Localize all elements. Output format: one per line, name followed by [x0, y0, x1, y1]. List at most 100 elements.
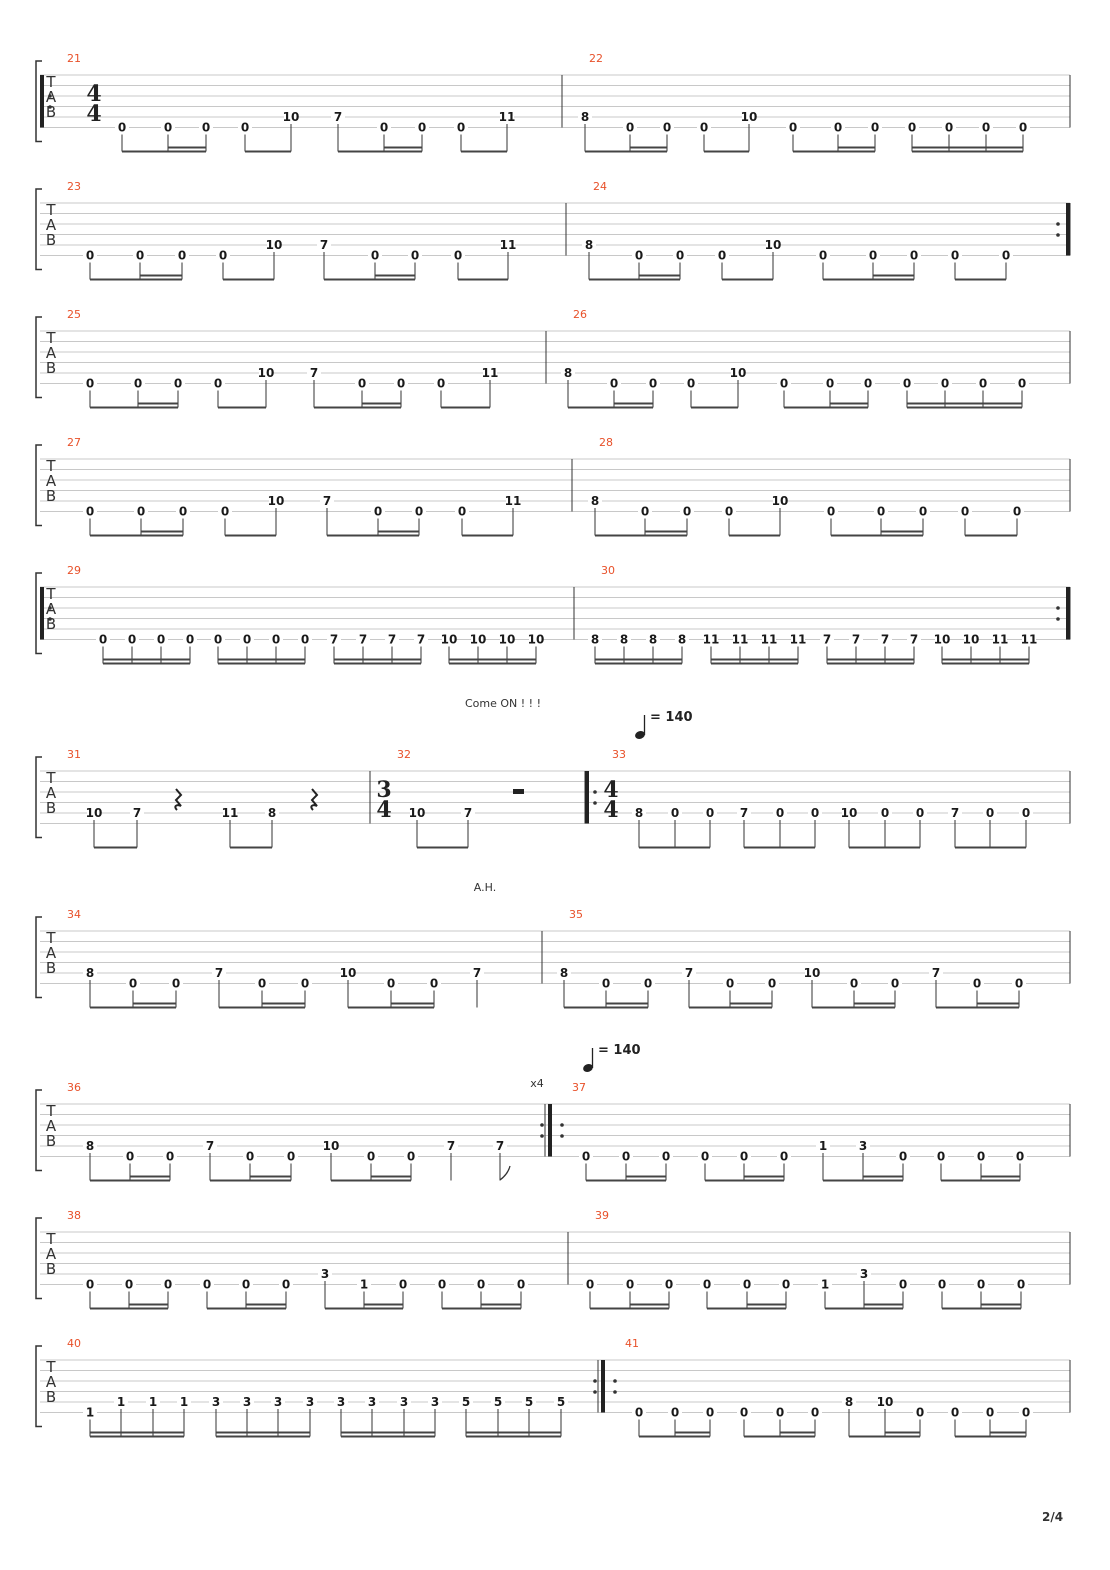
fret-number: 0 [899, 1278, 907, 1292]
repeat-dot [48, 617, 52, 621]
tab-system: TAB2900000000777710101010308888111111117… [35, 564, 1071, 665]
tab-clef-letter: A [46, 216, 57, 234]
time-signature: 4 [376, 797, 391, 823]
fret-bg [737, 807, 751, 819]
fret-number: 0 [374, 505, 382, 519]
fret-bg [483, 367, 497, 379]
system-bracket [35, 316, 42, 399]
fret-bg [861, 377, 875, 390]
fret-number: 0 [430, 977, 438, 991]
fret-bg [646, 633, 660, 646]
fret-number: 10 [772, 494, 789, 508]
tempo-marking: = 140 [635, 710, 693, 739]
fret-bg [125, 633, 139, 646]
fret-number: 0 [826, 377, 834, 391]
fret-number: 0 [726, 977, 734, 991]
fret-number: 10 [340, 966, 357, 980]
tab-clef-letter: T [45, 1102, 56, 1120]
fret-number: 0 [128, 633, 136, 647]
fret-number: 0 [415, 505, 423, 519]
fret-number: 1 [821, 1278, 829, 1292]
tab-clef-letter: T [45, 1358, 56, 1376]
fret-bg [733, 633, 747, 646]
fret-bg [115, 121, 129, 134]
fret-bg [983, 807, 997, 819]
fret-number: 5 [525, 1395, 533, 1409]
fret-number: 0 [174, 377, 182, 391]
fret-bg [948, 807, 962, 819]
repeat-dot [560, 1123, 564, 1127]
fret-bg [320, 495, 334, 507]
fret-bg [243, 1150, 257, 1163]
tab-clef-letter: A [46, 1117, 57, 1135]
fret-number: 0 [941, 377, 949, 391]
fret-number: 3 [212, 1395, 220, 1409]
fret-number: 7 [852, 633, 860, 647]
fret-bg [808, 1406, 822, 1419]
fret-number: 0 [136, 249, 144, 263]
fret-bg [847, 977, 861, 990]
fret-bg [900, 377, 914, 390]
fret-number: 7 [910, 633, 918, 647]
fret-number: 11 [222, 806, 239, 820]
fret-bg [704, 633, 718, 646]
fret-number: 7 [740, 806, 748, 820]
fret-bg [1014, 1278, 1028, 1291]
repeat-bar [40, 587, 44, 640]
fret-bg [818, 1278, 832, 1291]
fret-bg [83, 1140, 97, 1152]
fret-number: 0 [663, 121, 671, 135]
tab-clef-letter: A [46, 472, 57, 490]
fret-number: 0 [126, 1150, 134, 1164]
fret-number: 3 [860, 1267, 868, 1281]
fret-number: 0 [1022, 806, 1030, 820]
fret-bg [461, 807, 475, 819]
fret-bg [842, 807, 856, 819]
fret-bg [130, 807, 144, 819]
fret-bg [791, 633, 805, 646]
fret-number: 7 [388, 633, 396, 647]
tempo-value: = 140 [650, 710, 693, 725]
fret-number: 0 [367, 1150, 375, 1164]
fret-bg [1019, 1406, 1033, 1419]
fret-number: 7 [464, 806, 472, 820]
fret-number: 0 [864, 377, 872, 391]
repeat-dot [540, 1123, 544, 1127]
fret-bg [740, 1278, 754, 1291]
fret-number: 0 [172, 977, 180, 991]
tab-clef-letter: T [45, 585, 56, 603]
quarter-note-icon [583, 1064, 593, 1072]
fret-number: 0 [945, 121, 953, 135]
fret-number: 0 [371, 249, 379, 263]
fret-bg [83, 505, 97, 518]
fret-number: 0 [871, 121, 879, 135]
fret-bg [357, 1278, 371, 1291]
fret-number: 0 [301, 977, 309, 991]
fret-bg [773, 1406, 787, 1419]
fret-number: 0 [399, 1278, 407, 1292]
fret-number: 1 [360, 1278, 368, 1292]
repeat-dot [540, 1134, 544, 1138]
tab-clef-letter: A [46, 1373, 57, 1391]
repeat-dot [1056, 233, 1060, 237]
fret-bg [209, 1396, 223, 1408]
fret-number: 1 [149, 1395, 157, 1409]
fret-number: 10 [963, 633, 980, 647]
fret-bg [371, 505, 385, 518]
fret-number: 0 [454, 249, 462, 263]
fret-number: 0 [358, 377, 366, 391]
fret-bg [365, 1396, 379, 1408]
fret-number: 0 [903, 377, 911, 391]
fret-bg [786, 121, 800, 134]
system-bracket [35, 1345, 42, 1428]
fret-number: 0 [86, 249, 94, 263]
system-bracket [35, 916, 42, 999]
fret-number: 5 [494, 1395, 502, 1409]
tab-clef-letter: T [45, 457, 56, 475]
fret-number: 11 [703, 633, 720, 647]
fret-bg [259, 367, 273, 379]
fret-bg [929, 967, 943, 979]
fret-number: 0 [979, 377, 987, 391]
